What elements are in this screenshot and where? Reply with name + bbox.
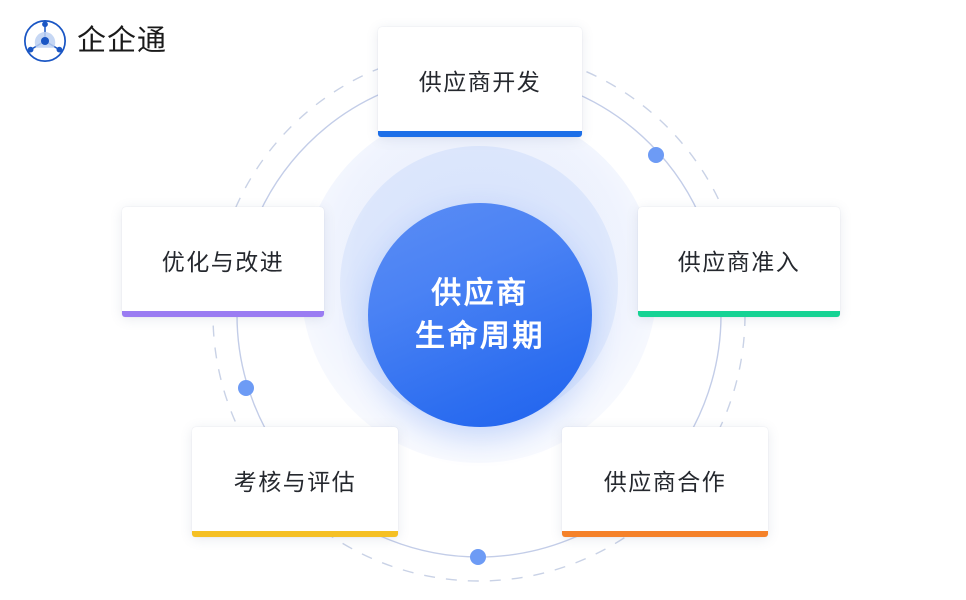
stage-card-accent-bar: [122, 311, 324, 317]
stage-card-accent-bar: [638, 311, 840, 317]
stage-card-label: 供应商开发: [418, 69, 542, 95]
stage-card-label: 考核与评估: [233, 469, 357, 495]
stage-card-label: 优化与改进: [161, 249, 285, 275]
stage-card-optimization-improvement[interactable]: 优化与改进: [122, 207, 324, 317]
stage-card-accent-bar: [192, 531, 398, 537]
stage-card-supplier-development[interactable]: 供应商开发: [378, 27, 582, 137]
stage-card-assessment-evaluation[interactable]: 考核与评估: [192, 427, 398, 537]
stage-card-label: 供应商合作: [603, 469, 727, 495]
orbit-node-lower-left: [238, 380, 254, 396]
stage-card-accent-bar: [378, 131, 582, 137]
center-circle: 供应商 生命周期: [368, 203, 592, 427]
center-title-line-2: 生命周期: [415, 320, 545, 353]
stage-card-supplier-onboarding[interactable]: 供应商准入: [638, 207, 840, 317]
stage-card-label: 供应商准入: [677, 249, 801, 275]
tri-node-circle-logo-icon: [24, 20, 66, 62]
brand-logo: 企企通: [22, 18, 167, 64]
orbit-node-bottom: [470, 549, 486, 565]
brand-name: 企企通: [77, 24, 168, 57]
center-title-line-1: 供应商: [431, 276, 529, 310]
stage-card-accent-bar: [562, 531, 768, 537]
orbit-node-upper-right: [648, 147, 664, 163]
stage-card-supplier-collaboration[interactable]: 供应商合作: [562, 427, 768, 537]
